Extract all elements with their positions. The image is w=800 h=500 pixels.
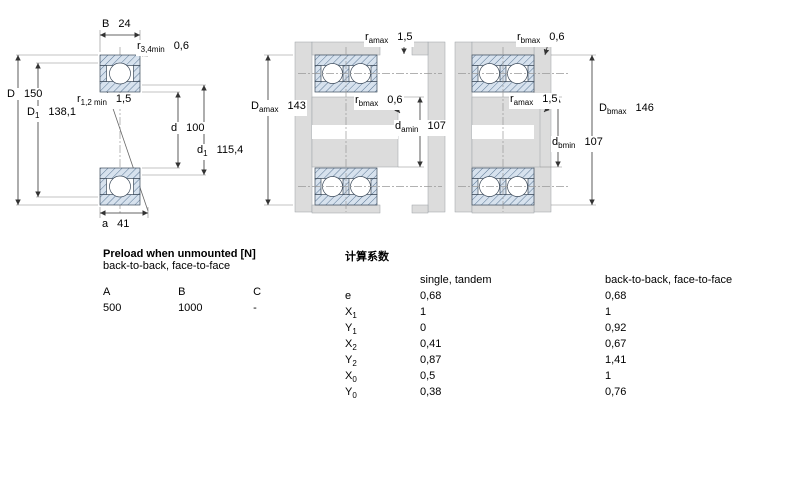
factors-title: 计算系数 (345, 251, 389, 263)
factor-x0-single: 0,5 (420, 370, 436, 382)
factor-x0-paired: 1 (605, 370, 612, 382)
factor-e-single: 0,68 (420, 290, 442, 302)
factor-label-x1: X1 (345, 306, 357, 321)
factor-y2-single: 0,87 (420, 354, 442, 366)
preload-col-a: A (103, 286, 111, 298)
preload-table: Preload when unmounted [N] back-to-back,… (103, 248, 333, 314)
factor-y2-paired: 1,41 (605, 354, 627, 366)
fig-mounting-shaft (264, 41, 446, 214)
preload-col-c: C (253, 286, 262, 298)
preload-header-row: A B C (103, 286, 333, 298)
factors-header-back-to-back: back-to-back, face-to-face (605, 274, 733, 286)
factor-e-paired: 0,68 (605, 290, 627, 302)
factor-label-y2: Y2 (345, 354, 357, 369)
preload-value-a: 500 (103, 302, 122, 314)
preload-value-b: 1000 (178, 302, 203, 314)
factor-label-e: e (345, 290, 352, 302)
fig-mounting-housing (454, 41, 596, 214)
factor-label-x0: X0 (345, 370, 357, 385)
factor-y1-single: 0 (420, 322, 427, 334)
factor-x2-paired: 0,67 (605, 338, 627, 350)
preload-value-row: 500 1000 - (103, 302, 333, 314)
factor-y0-single: 0,38 (420, 386, 442, 398)
factor-label-y1: Y1 (345, 322, 357, 337)
calculation-factors-table: 计算系数 single, tandem back-to-back, face-t… (345, 248, 775, 400)
factors-header-empty (345, 272, 420, 288)
factors-header-single-tandem: single, tandem (420, 274, 492, 286)
factor-label-y0: Y0 (345, 386, 357, 401)
bearing-drawings (15, 30, 596, 218)
preload-subtitle: back-to-back, face-to-face (103, 260, 231, 272)
preload-col-b: B (178, 286, 186, 298)
factor-label-x2: X2 (345, 338, 357, 353)
factor-y1-paired: 0,92 (605, 322, 627, 334)
factor-x2-single: 0,41 (420, 338, 442, 350)
factors-grid: single, tandem back-to-back, face-to-fac… (345, 272, 775, 400)
factor-x1-paired: 1 (605, 306, 612, 318)
preload-title: Preload when unmounted [N] (103, 248, 256, 260)
factor-y0-paired: 0,76 (605, 386, 627, 398)
factor-x1-single: 1 (420, 306, 427, 318)
preload-value-c: - (253, 302, 257, 314)
